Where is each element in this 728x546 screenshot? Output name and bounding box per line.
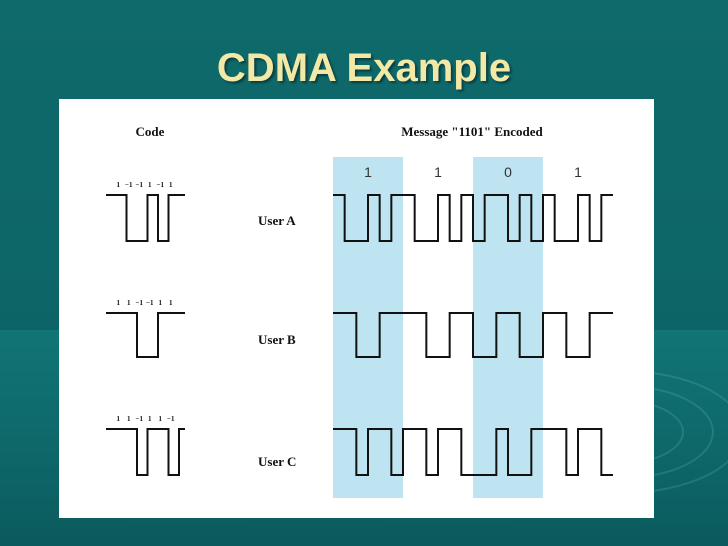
code-chip-label: 1 bbox=[117, 181, 121, 189]
message-bit: 1 bbox=[434, 164, 442, 180]
code-chip-label: 1 bbox=[169, 181, 173, 189]
code-chip-label: 1 bbox=[148, 181, 152, 189]
code-chip-label: −1 bbox=[157, 181, 165, 189]
code-chip-label: −1 bbox=[167, 415, 175, 423]
user-a-encoded-waveform bbox=[333, 194, 613, 242]
user-c-code-waveform bbox=[106, 428, 185, 476]
user-a-label: User A bbox=[258, 213, 296, 228]
cdma-figure: Code Message "1101" Encoded 1 1 0 1 User… bbox=[59, 99, 654, 518]
code-chip-label: 1 bbox=[159, 299, 163, 307]
user-a-code-waveform bbox=[106, 194, 185, 242]
message-bit: 1 bbox=[574, 164, 582, 180]
user-b-encoded-waveform bbox=[333, 312, 613, 358]
code-chip-label: −1 bbox=[146, 299, 154, 307]
cdma-diagram: Code Message "1101" Encoded 1 1 0 1 User… bbox=[106, 124, 613, 498]
code-chip-label: −1 bbox=[125, 181, 133, 189]
message-header: Message "1101" Encoded bbox=[401, 124, 543, 139]
code-chip-label: 1 bbox=[117, 415, 121, 423]
code-chip-label: −1 bbox=[136, 299, 144, 307]
code-chip-label: 1 bbox=[117, 299, 121, 307]
code-chip-label: 1 bbox=[127, 415, 131, 423]
user-c-encoded-waveform bbox=[333, 428, 613, 476]
code-chip-label: −1 bbox=[136, 415, 144, 423]
message-bit: 0 bbox=[504, 164, 512, 180]
user-b-label: User B bbox=[258, 332, 296, 347]
code-chip-label: −1 bbox=[136, 181, 144, 189]
code-chip-label: 1 bbox=[159, 415, 163, 423]
slide-title: CDMA Example bbox=[216, 46, 512, 90]
user-c-label: User C bbox=[258, 454, 296, 469]
user-b-code-waveform bbox=[106, 312, 185, 358]
code-chip-label: 1 bbox=[127, 299, 131, 307]
code-header: Code bbox=[136, 124, 165, 139]
code-chip-label: 1 bbox=[148, 415, 152, 423]
code-chip-label: 1 bbox=[169, 299, 173, 307]
message-bit: 1 bbox=[364, 164, 372, 180]
